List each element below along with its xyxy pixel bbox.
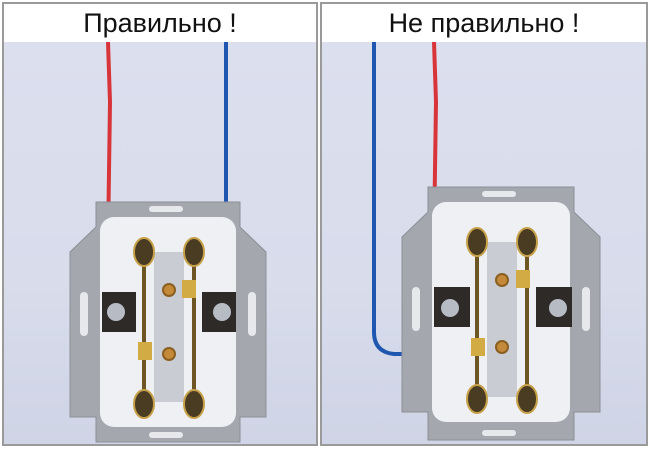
socket-illustration-incorrect [372, 42, 601, 441]
blue-wire [372, 42, 462, 356]
photo-incorrect-wiring [322, 42, 646, 444]
photo-correct-wiring [4, 42, 316, 444]
panel-title-incorrect: Не правильно ! [322, 4, 646, 42]
socket-illustration-correct [69, 42, 267, 443]
panel-title-correct: Правильно ! [4, 4, 316, 42]
panel-correct: Правильно ! [2, 2, 318, 446]
panel-incorrect: Не правильно ! [320, 2, 648, 446]
